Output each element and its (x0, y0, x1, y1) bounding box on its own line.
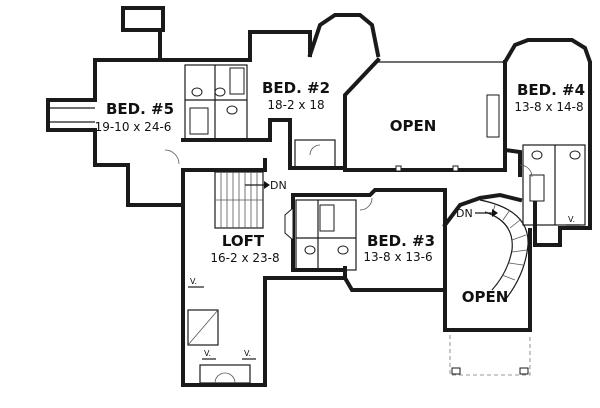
bed3-dims: 13-8 x 13-6 (363, 250, 432, 264)
dn-label-main: DN (270, 179, 287, 192)
dn-arrow-curved-head (492, 209, 498, 217)
open-stair-name: OPEN (462, 288, 509, 306)
annotations: DN DN V. V. V. V. (188, 179, 580, 360)
vent-label-1: V. (190, 277, 197, 286)
bed5-dims: 19-10 x 24-6 (95, 120, 172, 134)
bed4-dims: 13-8 x 14-8 (514, 100, 583, 114)
vent-label-2: V. (204, 349, 211, 358)
bed3-name: BED. #3 (367, 232, 435, 250)
loft-dims: 16-2 x 23-8 (210, 251, 279, 265)
vent-label-3: V. (244, 349, 251, 358)
lower-walls (181, 158, 532, 387)
room-labels: BED. #5 19-10 x 24-6 BED. #2 18-2 x 18 O… (95, 79, 585, 306)
interior-details (48, 64, 586, 384)
bed2-dims: 18-2 x 18 (267, 98, 324, 112)
dn-label-curved: DN (456, 207, 473, 220)
bed5-name: BED. #5 (106, 100, 174, 118)
vent-label-4: V. (568, 215, 575, 224)
bed4-name: BED. #4 (517, 81, 585, 99)
dn-arrow-main-head (264, 181, 270, 189)
loft-name: LOFT (222, 232, 265, 250)
bed2-name: BED. #2 (262, 79, 330, 97)
open-main-name: OPEN (390, 117, 437, 135)
